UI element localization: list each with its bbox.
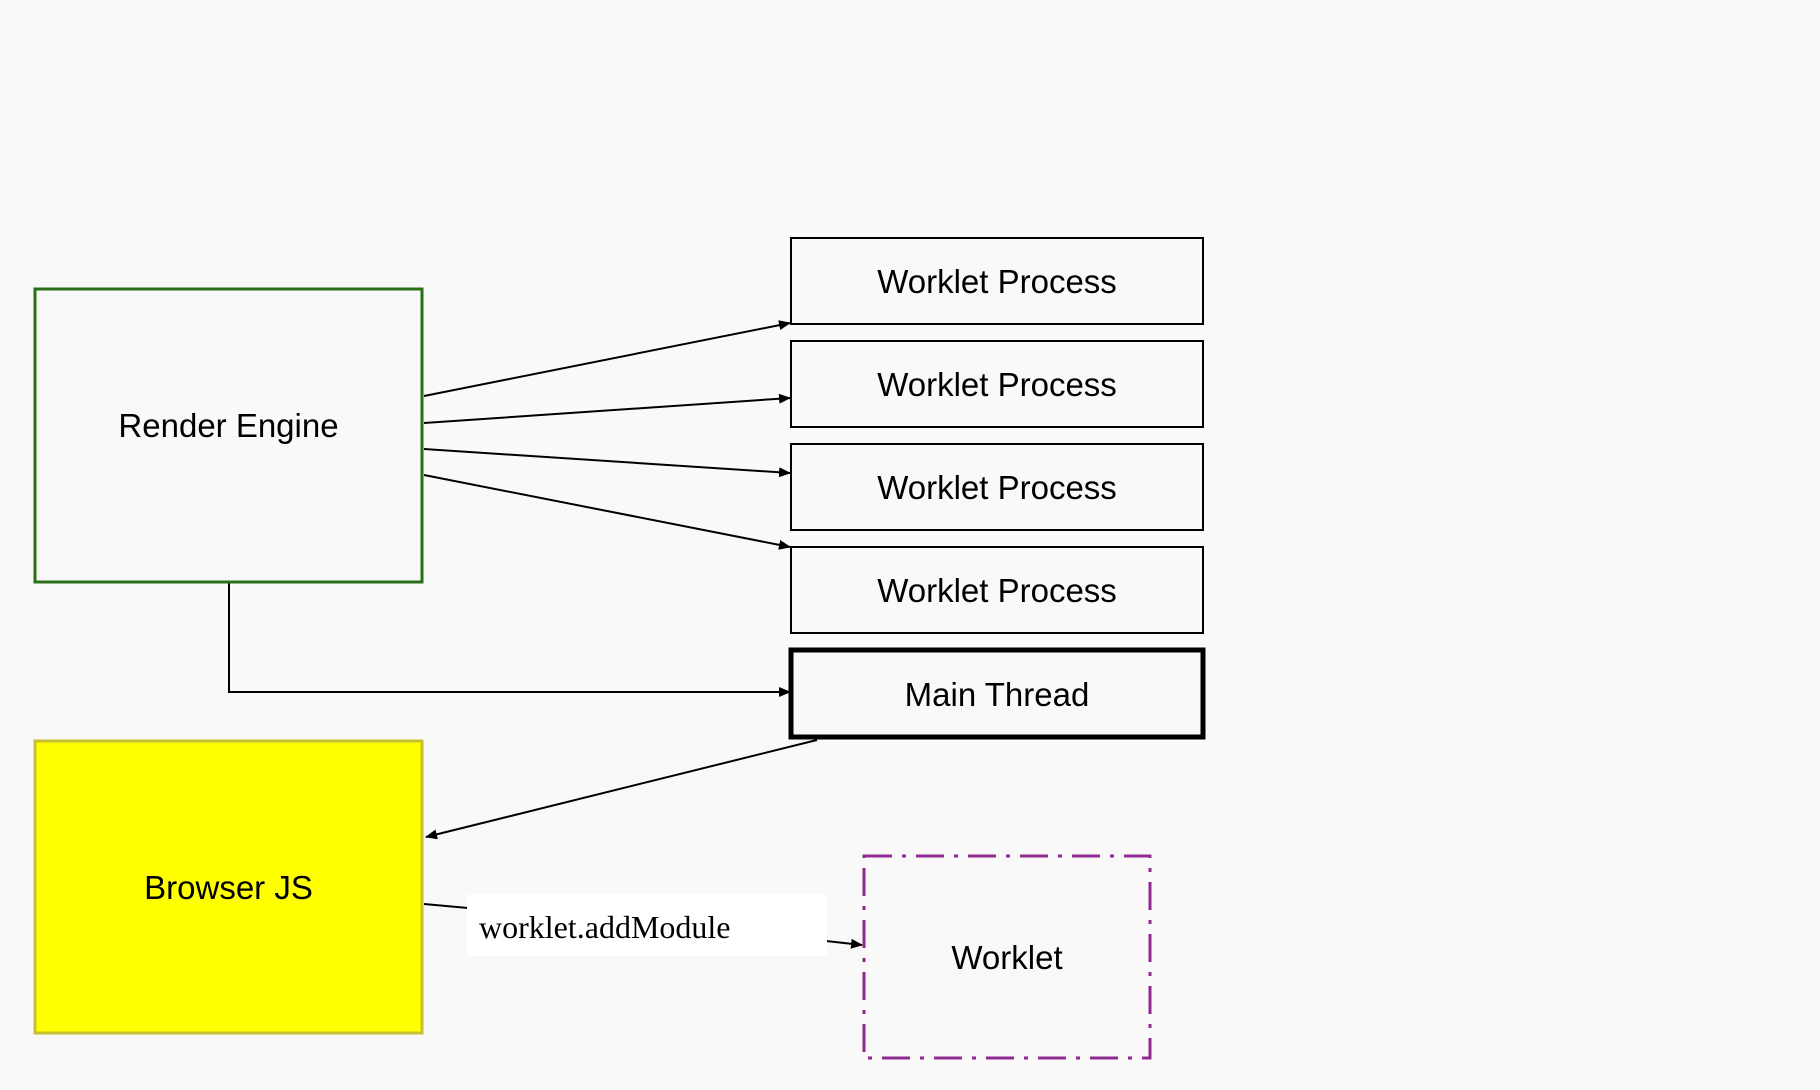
edge-main-thread-to-browser-js bbox=[425, 739, 818, 840]
edge-render-to-worklet-process-3 bbox=[423, 448, 791, 478]
edge-browser-js-to-worklet bbox=[423, 903, 469, 909]
worklet-process-1-label: Worklet Process bbox=[877, 263, 1117, 300]
edge-label-text: worklet.addModule bbox=[479, 909, 731, 945]
edge-render-to-main-thread bbox=[228, 582, 791, 697]
node-worklet[interactable]: Worklet bbox=[862, 854, 1152, 1060]
browser-js-label: Browser JS bbox=[144, 869, 313, 906]
main-thread-label: Main Thread bbox=[905, 676, 1090, 713]
node-browser-js[interactable]: Browser JS bbox=[33, 739, 424, 1035]
edge-label-add-module: worklet.addModule bbox=[467, 894, 827, 956]
worklet-process-2-label: Worklet Process bbox=[877, 366, 1117, 403]
worklet-process-4-label: Worklet Process bbox=[877, 572, 1117, 609]
edges bbox=[228, 320, 863, 949]
browser-js-box bbox=[33, 739, 424, 1035]
node-worklet-process-4[interactable]: Worklet Process bbox=[790, 546, 1204, 634]
worklet-box bbox=[862, 854, 1152, 1060]
render-engine-label: Render Engine bbox=[118, 407, 338, 444]
worklet-process-3-box bbox=[790, 443, 1204, 531]
render-engine-box bbox=[33, 287, 424, 584]
node-worklet-process-1[interactable]: Worklet Process bbox=[790, 237, 1204, 325]
node-worklet-process-2[interactable]: Worklet Process bbox=[790, 340, 1204, 428]
worklet-process-4-box bbox=[790, 546, 1204, 634]
worklet-process-2-box bbox=[790, 340, 1204, 428]
node-render-engine[interactable]: Render Engine bbox=[33, 287, 424, 584]
edge-render-to-worklet-process-4 bbox=[423, 474, 791, 550]
edge-label-background bbox=[467, 894, 827, 956]
worklet-label: Worklet bbox=[951, 939, 1062, 976]
node-worklet-process-3[interactable]: Worklet Process bbox=[790, 443, 1204, 531]
edge-render-to-worklet-process-1 bbox=[423, 320, 791, 397]
node-main-thread[interactable]: Main Thread bbox=[788, 647, 1206, 740]
edge-browser-js-to-worklet-tail bbox=[825, 938, 863, 949]
worklet-process-3-label: Worklet Process bbox=[877, 469, 1117, 506]
main-thread-box bbox=[788, 647, 1206, 740]
worklet-process-1-box bbox=[790, 237, 1204, 325]
edge-render-to-worklet-process-2 bbox=[423, 393, 791, 424]
